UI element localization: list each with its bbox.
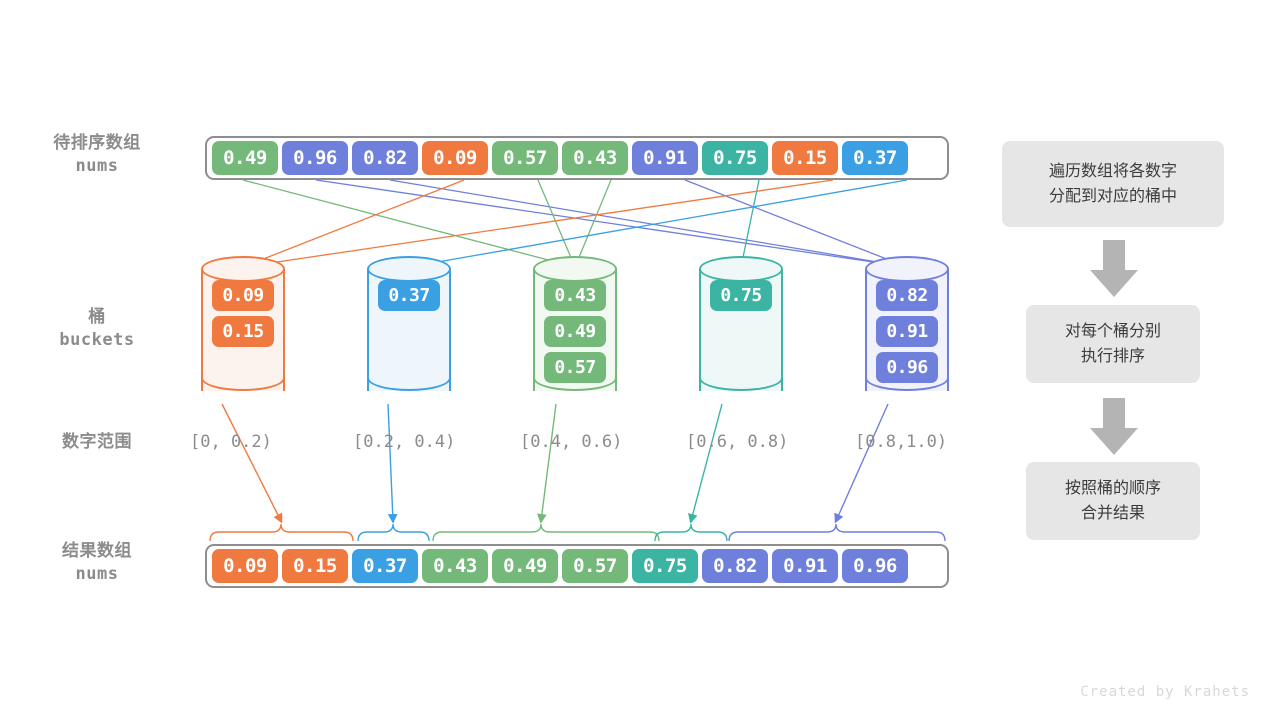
label-result-array-mono: nums (75, 563, 119, 584)
label-source-array: 待排序数组 nums (22, 132, 172, 178)
watermark: Created by Krahets (1080, 684, 1250, 700)
bucket-item: 0.82 (876, 280, 938, 311)
distribute-lines (242, 179, 908, 268)
flow-step-1-line1: 遍历数组将各数字 (1048, 161, 1177, 181)
label-buckets-mono: buckets (59, 329, 135, 350)
bucket-item: 0.57 (544, 352, 606, 383)
source-array-cell: 0.57 (492, 141, 558, 175)
source-array-cell: 0.49 (212, 141, 278, 175)
bucket-items: 0.82 0.91 0.96 (872, 280, 942, 383)
result-array-cell: 0.57 (562, 549, 628, 583)
result-array-cell: 0.09 (212, 549, 278, 583)
bucket-cylinder-top (533, 256, 617, 282)
label-source-array-mono: nums (75, 155, 119, 176)
source-array-cell: 0.91 (632, 141, 698, 175)
result-array-cell: 0.49 (492, 549, 558, 583)
source-array-cell: 0.15 (772, 141, 838, 175)
bucket-range-label: [0.2, 0.4) (353, 432, 456, 452)
bucket-item: 0.96 (876, 352, 938, 383)
bucket-range-label: [0.6, 0.8) (686, 432, 789, 452)
bucket-cylinder-top (367, 256, 451, 282)
bucket-item: 0.75 (710, 280, 772, 311)
bucket-item: 0.15 (212, 316, 274, 347)
label-source-array-cn: 待排序数组 (53, 133, 141, 153)
bucket: 0.37 (367, 256, 451, 404)
bucket-range-label: [0, 0.2) (190, 432, 272, 452)
bucket-items: 0.09 0.15 (208, 280, 278, 347)
label-result-array-cn: 结果数组 (62, 541, 132, 561)
result-array-cell: 0.43 (422, 549, 488, 583)
bucket: 0.82 0.91 0.96 (865, 256, 949, 404)
bucket: 0.09 0.15 (201, 256, 285, 404)
label-buckets: 桶 buckets (22, 306, 172, 352)
flow-step-2-line2: 执行排序 (1080, 346, 1145, 365)
flow-step-3-line2: 合并结果 (1080, 503, 1145, 522)
label-number-range-cn: 数字范围 (62, 432, 132, 452)
result-array-cell: 0.96 (842, 549, 908, 583)
flow-arrow-1 (1090, 240, 1138, 297)
label-result-array: 结果数组 nums (22, 540, 172, 586)
result-array-cell: 0.82 (702, 549, 768, 583)
bucket-item: 0.09 (212, 280, 274, 311)
bucket-cylinder-top (865, 256, 949, 282)
result-array-cell: 0.75 (632, 549, 698, 583)
label-buckets-cn: 桶 (88, 307, 106, 327)
flow-arrow-2 (1090, 398, 1138, 455)
flow-step-3: 按照桶的顺序 合并结果 (1026, 462, 1200, 540)
bucket-item: 0.37 (378, 280, 440, 311)
bucket-item: 0.91 (876, 316, 938, 347)
result-group-braces (209, 523, 946, 542)
bucket: 0.75 (699, 256, 783, 404)
result-array-cell: 0.15 (282, 549, 348, 583)
source-array-cell: 0.37 (842, 141, 908, 175)
bucket-items: 0.37 (374, 280, 444, 311)
flow-step-3-line1: 按照桶的顺序 (1064, 478, 1161, 498)
bucket-items: 0.43 0.49 0.57 (540, 280, 610, 383)
flow-step-1: 遍历数组将各数字 分配到对应的桶中 (1002, 141, 1224, 227)
flow-step-1-line2: 分配到对应的桶中 (1048, 186, 1177, 205)
bucket-item: 0.49 (544, 316, 606, 347)
source-array-cell: 0.82 (352, 141, 418, 175)
bucket-cylinder-bottom (533, 365, 617, 391)
result-array-cell: 0.37 (352, 549, 418, 583)
bucket-cylinder-top (201, 256, 285, 282)
bucket-item: 0.43 (544, 280, 606, 311)
label-number-range: 数字范围 (22, 431, 172, 454)
flow-step-2-line1: 对每个桶分别 (1064, 321, 1161, 341)
source-array-cell: 0.43 (562, 141, 628, 175)
bucket-range-label: [0.8,1.0) (855, 432, 948, 452)
source-array-cell: 0.96 (282, 141, 348, 175)
merge-lines (221, 403, 889, 524)
bucket-cylinder-bottom (367, 365, 451, 391)
bucket-cylinder-bottom (699, 365, 783, 391)
bucket-cylinder-bottom (201, 365, 285, 391)
source-array-cell: 0.09 (422, 141, 488, 175)
bucket-range-label: [0.4, 0.6) (520, 432, 623, 452)
flow-step-2: 对每个桶分别 执行排序 (1026, 305, 1200, 383)
result-array-cell: 0.91 (772, 549, 838, 583)
bucket-cylinder-bottom (865, 365, 949, 391)
bucket: 0.43 0.49 0.57 (533, 256, 617, 404)
bucket-cylinder-top (699, 256, 783, 282)
bucket-items: 0.75 (706, 280, 776, 311)
source-array-cell: 0.75 (702, 141, 768, 175)
